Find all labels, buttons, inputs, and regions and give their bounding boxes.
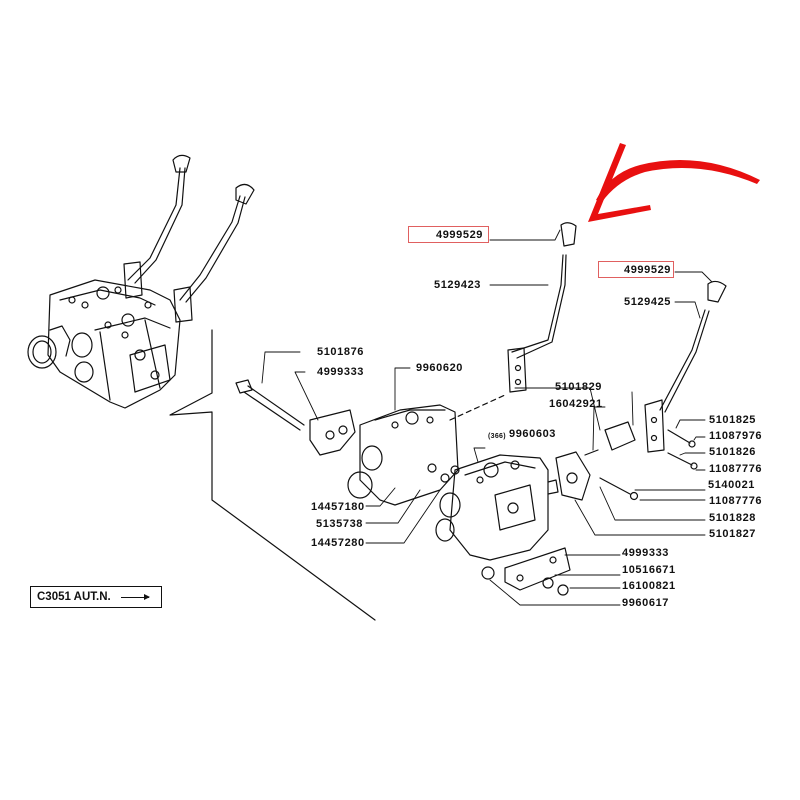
part-label-lever-left[interactable]: 5129423 (434, 279, 482, 291)
part-label-rod[interactable]: 5140021 (708, 479, 756, 491)
part-label-clip-c[interactable]: 11087776 (709, 495, 763, 507)
reference-box: C3051 AUT.N. (30, 586, 162, 608)
part-label-screw-link[interactable]: 16042921 (549, 398, 603, 410)
front-bracket-illustration (504, 547, 571, 591)
link-illustration (604, 421, 636, 451)
highlight-box-right-knob (598, 261, 674, 278)
part-label-spacer[interactable]: 9960617 (622, 597, 670, 609)
part-label-bracket-rear[interactable]: 4999333 (317, 366, 365, 378)
pin-a-illustration (667, 429, 691, 444)
front-valve-section-illustration (435, 454, 559, 561)
spacer-illustration (481, 566, 495, 580)
assembled-valve-illustration (27, 154, 255, 409)
leader-lines (261, 229, 713, 606)
right-arrow-icon (120, 593, 150, 600)
rod-illustration (599, 477, 631, 495)
part-label-oring-b[interactable]: 14457280 (311, 537, 365, 549)
part-label-oring-a[interactable]: 14457180 (311, 501, 365, 513)
left-lever-illustration (507, 222, 577, 393)
part-label-valve-section-rear[interactable]: 9960620 (416, 362, 464, 374)
callout-outline (169, 329, 376, 621)
pin-b-illustration (667, 452, 693, 466)
part-label-valve-front-prefix: (366) (488, 433, 506, 440)
reference-label: C3051 AUT.N. (37, 591, 111, 603)
part-label-pin-b[interactable]: 5101826 (709, 446, 757, 458)
rear-bracket-illustration (309, 409, 356, 456)
part-label-knob-right[interactable]: 4999529 (624, 264, 672, 276)
part-label-lever-right[interactable]: 5129425 (624, 296, 672, 308)
part-label-bracket-pivot-screw[interactable]: 5101828 (709, 512, 757, 524)
part-label-bolt-long[interactable]: 5101876 (317, 346, 365, 358)
right-lever-illustration (644, 280, 727, 453)
red-arrow-annotation (588, 143, 760, 222)
part-label-knob-left[interactable]: 4999529 (436, 229, 484, 241)
part-label-bracket-front[interactable]: 4999333 (622, 547, 670, 559)
washer-illustration (542, 577, 554, 589)
part-label-clip-a[interactable]: 11087976 (709, 430, 763, 442)
part-label-seal[interactable]: 5135738 (316, 518, 364, 530)
long-bolt-illustration (235, 379, 305, 431)
part-label-clip-b[interactable]: 11087776 (709, 463, 763, 475)
part-label-bracket-pivot[interactable]: 5101827 (709, 528, 757, 540)
highlight-box-left-knob (408, 226, 489, 243)
part-label-nut[interactable]: 16100821 (622, 580, 676, 592)
part-label-pin-a[interactable]: 5101825 (709, 414, 757, 426)
rear-valve-section-illustration (347, 404, 460, 506)
nut-illustration (557, 584, 569, 596)
part-label-valve-section-front[interactable]: 9960603 (509, 428, 557, 440)
part-label-link[interactable]: 5101829 (555, 381, 603, 393)
pivot-bracket-illustration (555, 451, 591, 501)
part-label-washer[interactable]: 10516671 (622, 564, 676, 576)
screw-illustration (584, 449, 599, 456)
